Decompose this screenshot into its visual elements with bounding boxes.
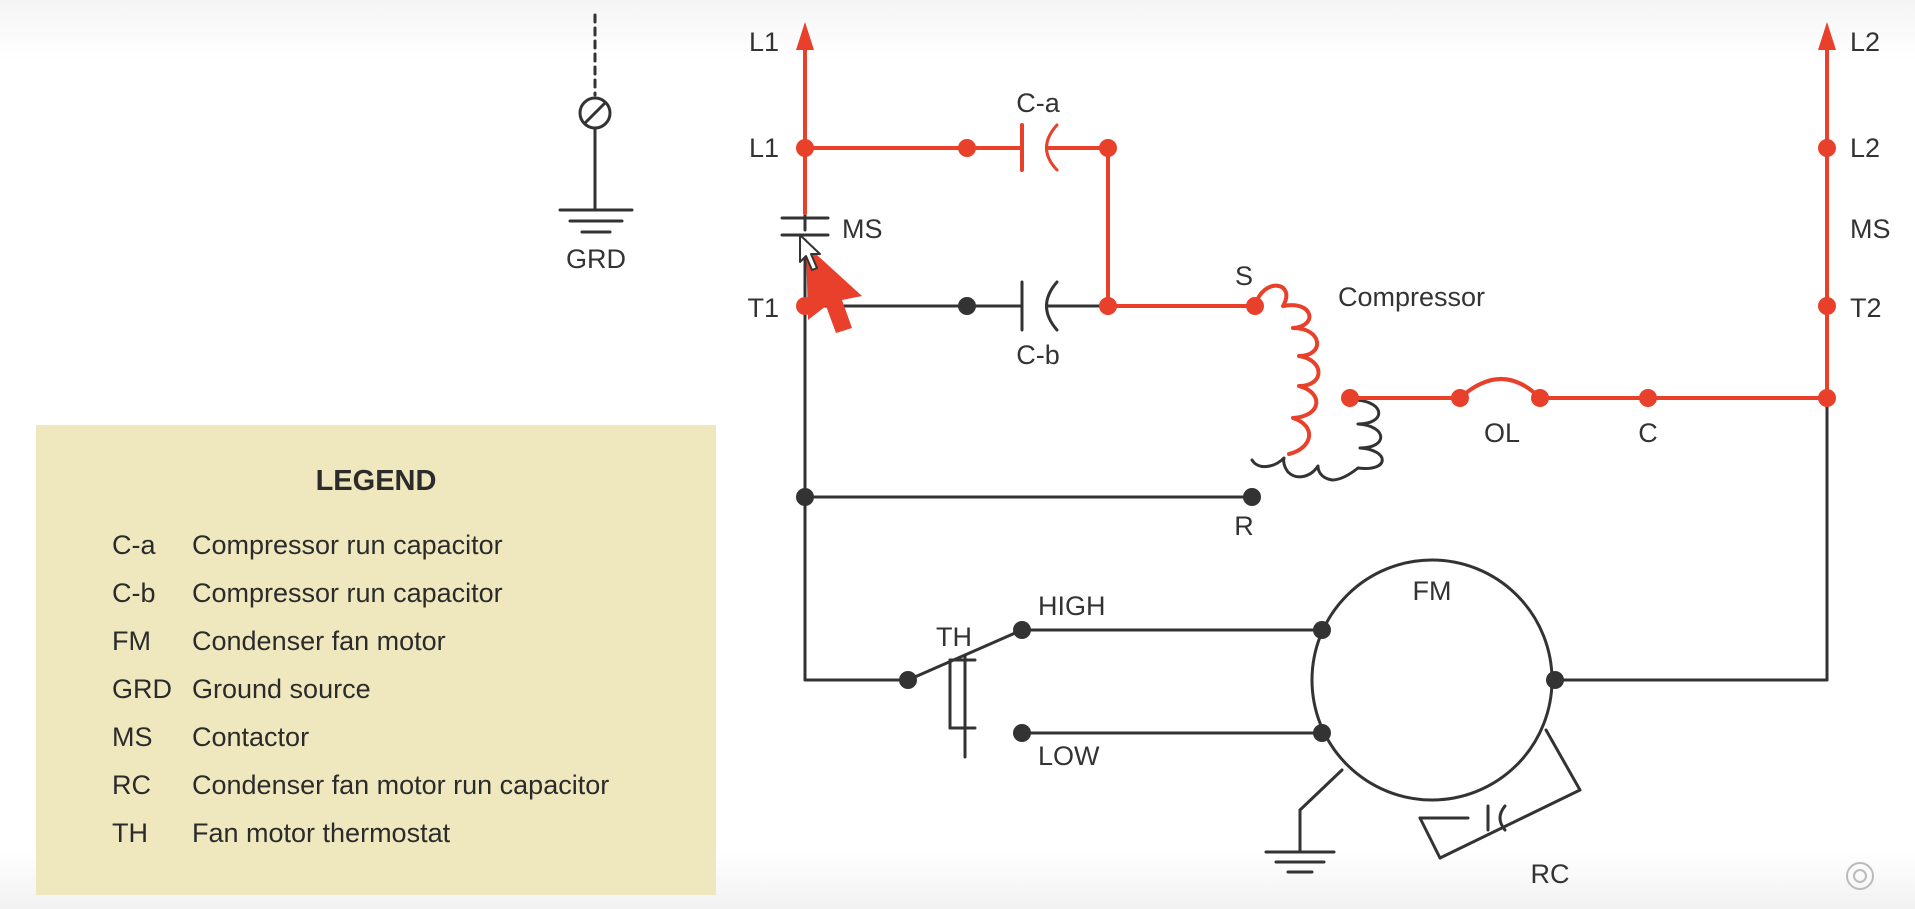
energized-wiring: [803, 38, 1829, 456]
legend-item: GRD Ground source: [112, 665, 609, 713]
legend-item: TH Fan motor thermostat: [112, 809, 609, 857]
arrow-heads: [796, 22, 1836, 50]
label-s: S: [1235, 261, 1253, 291]
legend-code: GRD: [112, 673, 172, 704]
ground-source-symbol: [558, 13, 634, 234]
legend-item: MS Contactor: [112, 713, 609, 761]
legend-code: FM: [112, 625, 151, 656]
label-t2: T2: [1850, 293, 1882, 323]
label-c: C: [1638, 418, 1658, 448]
legend-desc: Condenser fan motor run capacitor: [192, 769, 610, 800]
legend-code: MS: [112, 721, 153, 752]
label-ca: C-a: [1016, 88, 1060, 118]
label-l2: L2: [1850, 133, 1880, 163]
legend-item: FM Condenser fan motor: [112, 617, 609, 665]
legend-desc: Compressor run capacitor: [192, 529, 503, 560]
label-l1-top: L1: [749, 27, 779, 57]
terminal-dots: [796, 139, 1836, 742]
label-low: LOW: [1038, 741, 1100, 771]
label-high: HIGH: [1038, 591, 1106, 621]
legend-item: C-b Compressor run capacitor: [112, 569, 609, 617]
legend-desc: Compressor run capacitor: [192, 577, 503, 608]
legend-desc: Contactor: [192, 721, 310, 752]
label-compressor: Compressor: [1338, 282, 1485, 312]
label-ol: OL: [1484, 418, 1520, 448]
label-l1: L1: [749, 133, 779, 163]
legend-code: C-a: [112, 529, 156, 560]
legend-desc: Fan motor thermostat: [192, 817, 451, 848]
legend-code: RC: [112, 769, 151, 800]
label-l2-top: L2: [1850, 27, 1880, 57]
legend-code: C-b: [112, 577, 156, 608]
label-ms-left: MS: [842, 214, 883, 244]
label-grd: GRD: [566, 244, 626, 274]
label-t1: T1: [747, 293, 779, 323]
legend-item: RC Condenser fan motor run capacitor: [112, 761, 609, 809]
legend-desc: Ground source: [192, 673, 371, 704]
label-cb: C-b: [1016, 340, 1060, 370]
legend-code: TH: [112, 817, 148, 848]
label-r: R: [1234, 511, 1254, 541]
diagram-labels: L1 L1 T1 L2 L2 MS T2 MS C-a C-b S Compre…: [566, 27, 1891, 889]
legend-desc: Condenser fan motor: [192, 625, 446, 656]
legend-list: C-a Compressor run capacitor C-b Compres…: [112, 521, 609, 857]
control-wiring: [780, 211, 1829, 874]
label-ms-right: MS: [1850, 214, 1891, 244]
legend-item: C-a Compressor run capacitor: [112, 521, 609, 569]
label-rc: RC: [1531, 859, 1570, 889]
label-fm: FM: [1413, 576, 1452, 606]
legend-panel: LEGEND C-a Compressor run capacitor C-b …: [36, 425, 716, 895]
mouse-cursor-icon: [799, 234, 862, 333]
legend-title: LEGEND: [315, 465, 437, 497]
watermark-logo: [1846, 862, 1874, 890]
label-th: TH: [936, 622, 972, 652]
